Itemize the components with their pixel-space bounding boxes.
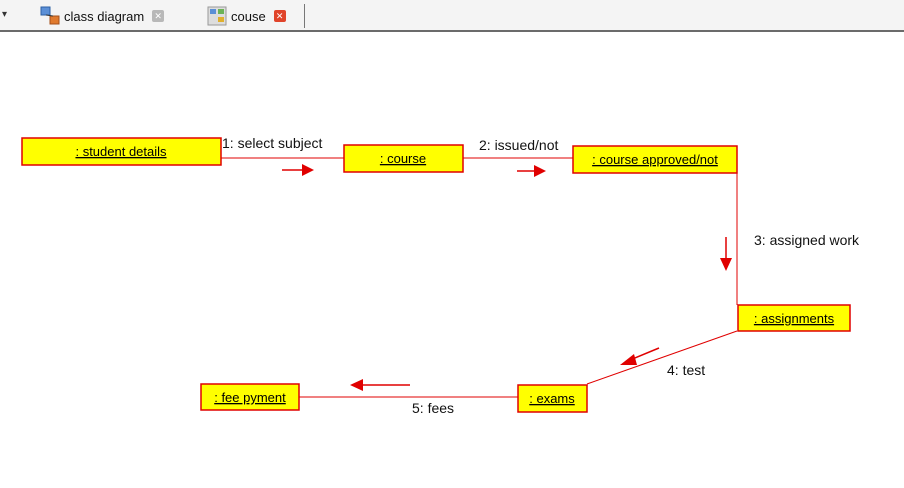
object-label: : student details bbox=[75, 144, 167, 159]
message-arrow-5 bbox=[350, 379, 410, 391]
message-arrow-1 bbox=[282, 164, 314, 176]
object-student-details[interactable]: : student details bbox=[21, 137, 222, 166]
object-label: : exams bbox=[529, 391, 575, 406]
object-course[interactable]: : course bbox=[343, 144, 464, 173]
message-label-1: 1: select subject bbox=[222, 135, 322, 151]
tab-class-diagram[interactable]: class diagram ✕ bbox=[40, 4, 165, 28]
object-label: : course bbox=[380, 151, 426, 166]
object-label: : fee pyment bbox=[214, 390, 286, 405]
tab-label: couse bbox=[231, 8, 266, 24]
message-arrow-3 bbox=[720, 237, 732, 271]
tab-close-icon[interactable]: ✕ bbox=[152, 10, 165, 22]
message-label-3: 3: assigned work bbox=[754, 232, 860, 248]
message-arrow-4 bbox=[620, 347, 660, 365]
object-exams[interactable]: : exams bbox=[517, 384, 588, 413]
tab-separator bbox=[304, 4, 305, 28]
tab-list-dropdown-icon[interactable]: ▾ bbox=[2, 9, 8, 20]
message-arrow-2 bbox=[517, 165, 546, 177]
tab-close-icon[interactable]: ✕ bbox=[273, 10, 286, 22]
object-course-approved[interactable]: : course approved/not bbox=[572, 145, 738, 174]
message-label-4: 4: test bbox=[667, 362, 705, 378]
object-fee-pyment[interactable]: : fee pyment bbox=[200, 383, 300, 411]
object-label: : course approved/not bbox=[592, 152, 718, 167]
editor-tab-bar: ▾ class diagram ✕ couse ✕ bbox=[0, 0, 904, 32]
message-label-5: 5: fees bbox=[412, 400, 454, 416]
tab-label: class diagram bbox=[64, 8, 145, 24]
object-label: : assignments bbox=[754, 311, 835, 326]
tab-couse[interactable]: couse ✕ bbox=[207, 4, 286, 28]
object-assignments[interactable]: : assignments bbox=[737, 304, 851, 332]
class-diagram-icon bbox=[40, 6, 60, 26]
collaboration-diagram-icon bbox=[207, 6, 227, 26]
message-label-2: 2: issued/not bbox=[479, 137, 558, 153]
link-assignments-exams bbox=[586, 330, 738, 385]
